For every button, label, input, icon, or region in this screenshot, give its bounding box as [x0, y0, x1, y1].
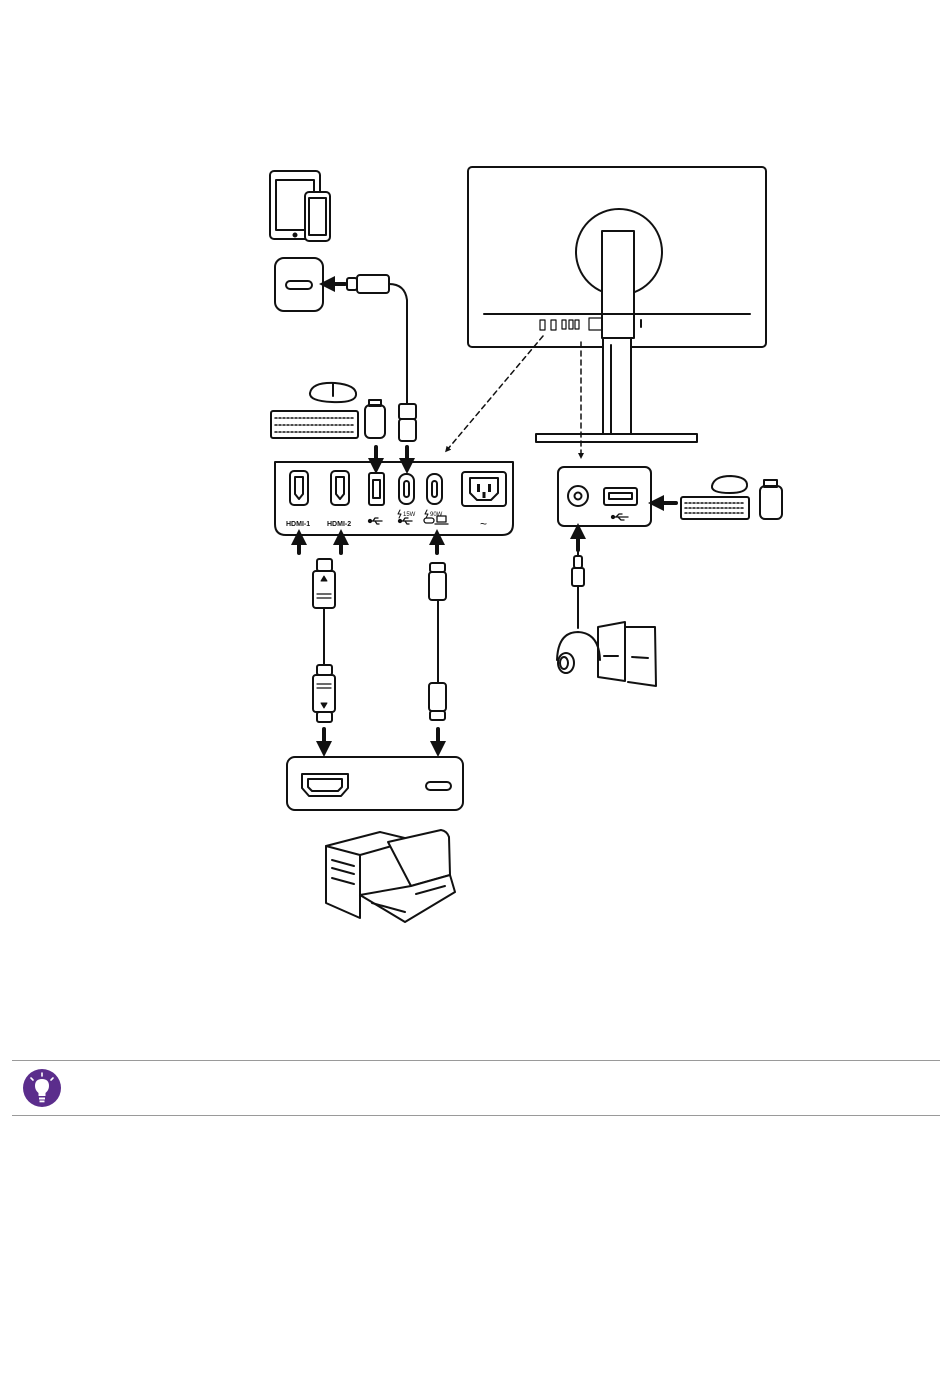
laptop-icon	[360, 830, 455, 922]
mouse-icon	[310, 383, 356, 402]
headphones-icon	[557, 632, 600, 673]
pd-90w-label: 90W	[430, 512, 443, 518]
tip-divider-bottom	[12, 1115, 940, 1116]
pd-15w-label: 15W	[403, 512, 416, 518]
usb-symbol-icon	[369, 518, 383, 524]
phone-icon	[305, 192, 330, 241]
usb-symbol-icon	[612, 514, 629, 520]
usb-dongle-icon	[365, 400, 385, 438]
power-inlet	[462, 472, 506, 506]
usb-c-charger-icon	[275, 258, 323, 311]
computer-ports-panel	[287, 757, 463, 810]
hdmi-cable-icon	[313, 559, 335, 722]
bolt-icon	[398, 510, 401, 518]
usb-a-port	[369, 473, 384, 505]
side-io-panel	[558, 467, 651, 526]
keyboard-icon	[271, 411, 358, 438]
keyboard-icon	[681, 497, 749, 519]
audio-jack-port	[568, 486, 588, 506]
usb-a-port	[604, 488, 637, 505]
usb-dongle-icon	[760, 480, 782, 519]
mouse-icon	[712, 476, 747, 493]
usb-symbol-icon	[399, 518, 413, 524]
usb-c-15w-port	[399, 474, 414, 504]
tip-divider-top	[12, 1060, 940, 1061]
power-label: ~	[480, 517, 487, 531]
rear-io-panel	[275, 462, 513, 535]
usb-c-symbol-icon	[424, 518, 434, 523]
usb-c-cable-icon	[429, 563, 446, 720]
audio-cable-icon	[572, 547, 584, 628]
hdmi-2-port	[331, 471, 349, 505]
hdmi-1-label: HDMI-1	[286, 521, 310, 528]
hdmi-port-icon	[302, 774, 348, 796]
tip-note	[12, 1060, 940, 1116]
speakers-icon	[598, 622, 656, 686]
usb-c-port-icon	[426, 782, 451, 790]
monitor-back-icon	[468, 167, 766, 442]
lightbulb-tip-icon	[22, 1068, 62, 1108]
hdmi-1-port	[290, 471, 308, 505]
hdmi-2-label: HDMI-2	[327, 521, 351, 528]
bolt-icon	[425, 510, 428, 518]
usb-c-90w-port	[427, 474, 442, 504]
